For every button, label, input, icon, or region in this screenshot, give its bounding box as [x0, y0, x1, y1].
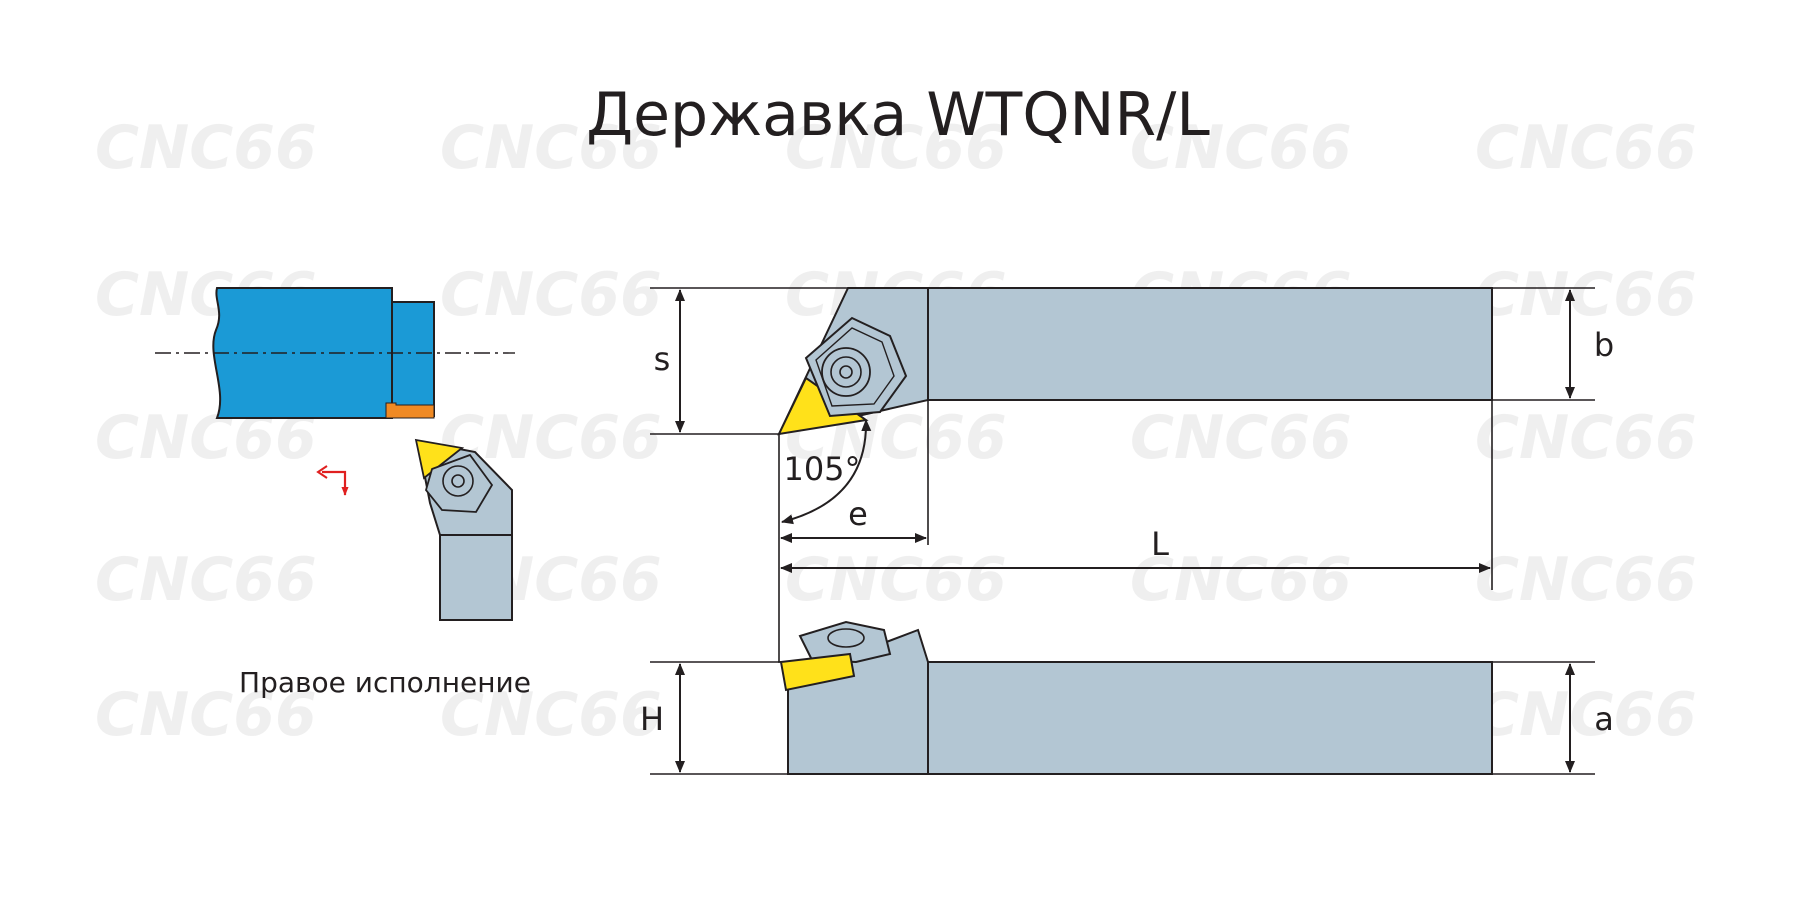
watermark: CNC66 [95, 113, 317, 183]
tool-top-view [777, 287, 1493, 436]
watermark: CNC66 [1475, 545, 1697, 615]
dim-label-angle: 105° [783, 450, 860, 488]
workpiece [155, 287, 515, 419]
dim-label-s: s [654, 340, 671, 378]
dim-label-H: H [640, 700, 664, 738]
watermark: CNC66 [785, 113, 1007, 183]
watermark: CNC66 [95, 680, 317, 750]
watermark: CNC66 [1130, 545, 1352, 615]
small-holder-view [414, 438, 513, 621]
watermark: CNC66 [440, 113, 662, 183]
caption-right-hand: Правое исполнение [239, 666, 531, 699]
dim-label-e: e [848, 495, 868, 533]
tool-side-view [778, 620, 1493, 775]
watermark: CNC66 [95, 545, 317, 615]
dim-label-a: a [1594, 700, 1614, 738]
dimension-lines [650, 287, 1595, 775]
watermark: CNC66 [440, 680, 662, 750]
watermark: CNC66 [440, 260, 662, 330]
watermark: CNC66 [1130, 113, 1352, 183]
watermark: CNC66 [1475, 113, 1697, 183]
watermark: CNC66 [1475, 680, 1697, 750]
watermark: CNC66 [785, 545, 1007, 615]
watermark: CNC66 [1475, 260, 1697, 330]
feed-direction-arrow [316, 465, 349, 496]
watermark: CNC66 [1475, 403, 1697, 473]
watermark: CNC66 [1130, 403, 1352, 473]
dim-label-b: b [1594, 326, 1614, 364]
dim-label-L: L [1151, 525, 1169, 563]
diagram-title: Державка WTQNR/L [586, 80, 1210, 150]
